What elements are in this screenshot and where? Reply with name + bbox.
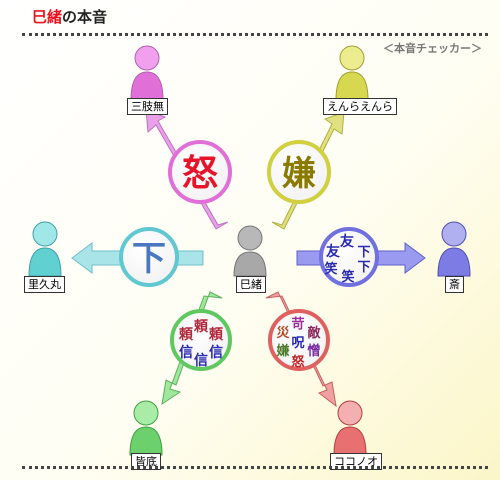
feeling-char-3: 敵 xyxy=(307,325,321,341)
person-icon-top-left xyxy=(130,45,164,101)
feeling-disc-bottom-left[interactable]: 頼 頼 頼 信 信 信 xyxy=(170,309,232,371)
feeling-char-1: 苛 xyxy=(291,316,304,332)
feeling-char-1: 友 xyxy=(340,233,354,250)
person-icon-top-right xyxy=(335,45,369,101)
name-label-bottom-right: ココノオ xyxy=(330,453,382,470)
feeling-disc-top-left[interactable]: 怒 xyxy=(168,140,232,204)
person-icon-bottom-right xyxy=(333,400,367,456)
feeling-char-2: 頼 xyxy=(179,326,194,343)
feeling-char-1: 頼 xyxy=(194,318,209,335)
title-name: 巳緒 xyxy=(32,8,63,26)
name-label-top-right: えんらえんら xyxy=(323,98,397,115)
feeling-char-6: 信 xyxy=(209,344,223,361)
person-icon-center xyxy=(233,225,267,277)
name-label-center: 巳緒 xyxy=(236,276,266,293)
name-label-left: 里久丸 xyxy=(24,276,65,293)
name-label-top-left: 三肢無 xyxy=(127,98,168,115)
person-icon-left xyxy=(28,221,62,277)
bottom-divider xyxy=(22,466,488,469)
person-icon-right xyxy=(437,221,471,277)
feeling-char-6: 笑 xyxy=(341,269,354,285)
subtitle: ＜本音チェッカー＞ xyxy=(383,42,482,55)
feeling-char-4: 信 xyxy=(179,344,193,361)
feeling-disc-top-right[interactable]: 嫌 xyxy=(267,140,331,204)
feeling-char-3: 下 xyxy=(357,245,370,260)
feeling-disc-left[interactable]: 下 xyxy=(119,227,179,287)
name-label-right: 斎 xyxy=(445,276,464,293)
feeling-char-2: 災 xyxy=(276,326,290,341)
feeling-char-5: 信 xyxy=(194,352,208,369)
feeling-char-5: 嫌 xyxy=(275,343,289,359)
feeling-char-4: 下 xyxy=(357,260,370,275)
feeling-char-5: 笑 xyxy=(324,261,337,277)
title-suffix: の本音 xyxy=(62,8,108,26)
feeling-char-7: 怒 xyxy=(291,354,304,370)
feeling-char-3: 頼 xyxy=(209,326,224,343)
feeling-char: 下 xyxy=(132,239,166,279)
page-title: 巳緒の本音 xyxy=(32,6,107,27)
feeling-char-2: 友 xyxy=(326,243,340,260)
name-label-bottom-left: 皆底 xyxy=(131,453,161,470)
feeling-char: 嫌 xyxy=(282,154,316,194)
top-divider xyxy=(22,33,488,36)
feeling-char-4: 呪 xyxy=(291,336,304,351)
feeling-char: 怒 xyxy=(182,152,218,194)
feeling-char-6: 憎 xyxy=(307,343,320,359)
feeling-disc-bottom-right[interactable]: 苛 災 敵 呪 嫌 憎 怒 xyxy=(268,309,330,371)
person-icon-bottom-left xyxy=(129,400,163,456)
feeling-disc-right[interactable]: 友 友 下 下 笑 笑 xyxy=(319,227,379,287)
